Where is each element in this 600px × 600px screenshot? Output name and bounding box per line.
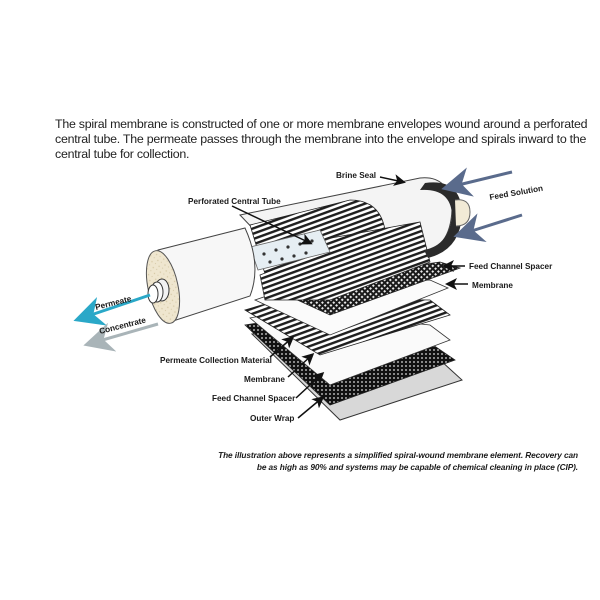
intro-line-1: The spiral membrane is constructed of on… <box>55 117 588 131</box>
intro-paragraph: The spiral membrane is constructed of on… <box>55 117 590 162</box>
label-permeate: Permeate <box>94 294 132 312</box>
label-feed-solution: Feed Solution <box>489 184 544 202</box>
label-brine-seal: Brine Seal <box>336 171 376 180</box>
brine-seal-pointer <box>379 174 406 186</box>
label-perforated-central-tube: Perforated Central Tube <box>188 197 281 206</box>
label-membrane-bottom: Membrane <box>244 375 285 384</box>
permeate-collection-pointer <box>269 336 295 358</box>
intro-line-3: central tube for collection. <box>55 147 190 161</box>
illustration-caption: The illustration above represents a simp… <box>188 449 578 473</box>
label-outer-wrap: Outer Wrap <box>250 414 294 423</box>
feed-end-tube <box>454 199 471 227</box>
membrane-bottom-pointer <box>287 352 315 378</box>
feed-spacer-bottom-pointer <box>295 371 325 399</box>
caption-line-2: be as high as 90% and systems may be cap… <box>256 462 578 472</box>
concentrate-arrow <box>83 322 159 352</box>
permeate-tube-end <box>147 278 170 304</box>
central-tube-pointer <box>231 205 313 245</box>
caption-line-1: The illustration above represents a simp… <box>218 450 578 460</box>
label-feed-channel-spacer-top: Feed Channel Spacer <box>469 262 553 271</box>
label-permeate-collection-material: Permeate Collection Material <box>160 356 272 365</box>
permeate-arrow <box>73 293 151 326</box>
outer-wrap-pointer <box>297 396 325 419</box>
label-feed-channel-spacer-bottom: Feed Channel Spacer <box>212 394 296 403</box>
feed-solution-arrow-top <box>441 167 513 197</box>
label-membrane-top: Membrane <box>472 281 513 290</box>
feed-solution-arrow-bottom <box>453 213 523 242</box>
brine-seal <box>420 182 462 258</box>
intro-line-2: central tube. The permeate passes throug… <box>55 132 587 146</box>
